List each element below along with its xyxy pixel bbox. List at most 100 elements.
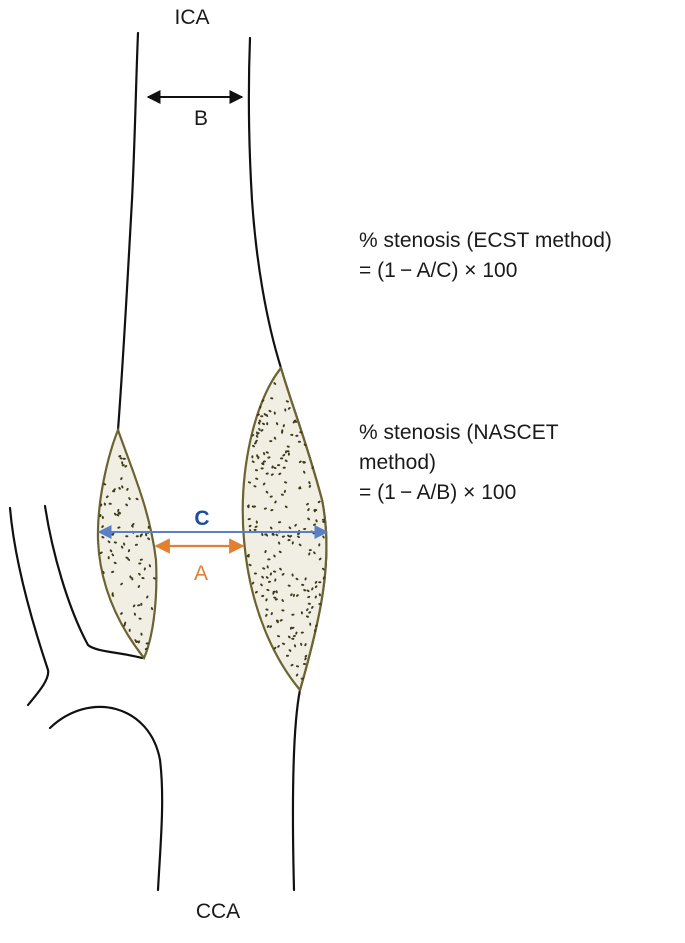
plaque-speckle	[105, 495, 109, 499]
plaque-speckle	[255, 434, 259, 438]
plaque-speckle	[284, 505, 288, 509]
plaque-speckle	[107, 540, 111, 544]
plaque-speckle	[313, 551, 316, 555]
plaque-speckle	[306, 502, 309, 506]
plaque-speckle	[118, 486, 121, 490]
plaque-speckle	[273, 554, 276, 558]
ica-left-wall	[116, 31, 140, 432]
nascet-formula-line3: = (1 − A/B) × 100	[359, 481, 517, 504]
plaque-speckle	[273, 596, 277, 599]
plaque-speckle	[252, 505, 257, 508]
plaque-speckle	[266, 422, 269, 426]
plaque-speckle	[270, 509, 274, 512]
plaque-speckle	[144, 647, 148, 651]
plaque-speckle	[287, 452, 290, 456]
plaque-speckle	[260, 583, 263, 587]
plaque-speckle	[318, 602, 322, 606]
plaque-speckle	[251, 455, 254, 459]
plaque-speckle	[291, 541, 294, 545]
plaque-speckle	[120, 477, 123, 481]
plaque-speckle	[124, 621, 127, 625]
vessel-outline	[8, 31, 328, 892]
plaque-speckle	[129, 575, 132, 579]
cca-left-wall	[48, 705, 164, 892]
plaque-speckle	[295, 631, 298, 635]
plaque-speckle	[289, 626, 293, 630]
plaque-speckle	[304, 643, 307, 647]
plaque-speckle	[284, 459, 288, 463]
plaque-speckle	[307, 595, 311, 599]
plaque-speckle	[260, 467, 264, 470]
plaque-speckle	[281, 599, 284, 602]
plaque-speckle	[246, 555, 250, 558]
plaque-speckle	[281, 573, 285, 576]
plaque-speckle	[311, 605, 314, 609]
plaque-speckle	[284, 450, 288, 454]
plaque-speckle	[273, 436, 277, 440]
plaque-speckle	[123, 542, 126, 546]
plaque-speckle	[251, 581, 255, 585]
ecst-formula-line2: = (1 − A/C) × 100	[359, 259, 518, 282]
plaque-speckle	[291, 637, 295, 640]
plaque-speckle	[251, 460, 255, 463]
plaque-speckle	[265, 613, 268, 617]
plaque-speckle	[303, 470, 306, 474]
plaque-speckle	[287, 635, 291, 639]
plaque-speckle	[117, 508, 120, 513]
plaque-speckle	[253, 572, 257, 575]
plaque-speckle	[315, 519, 318, 523]
plaque-speckle	[143, 567, 146, 571]
plaque-speckle	[302, 460, 306, 464]
plaque-speckle	[290, 663, 294, 667]
plaque-speckle	[120, 545, 124, 549]
plaque-speckle	[117, 511, 121, 514]
plaque-speckle	[270, 612, 273, 616]
plaque-speckle	[303, 443, 307, 447]
plaque-speckle	[300, 677, 304, 680]
plaque-speckle	[112, 490, 116, 493]
plaque-speckle	[273, 646, 277, 650]
plaque-speckle	[274, 578, 277, 582]
plaque-speckle	[292, 593, 295, 597]
plaque-speckle	[255, 520, 258, 524]
plaque-speckle	[277, 541, 281, 545]
plaque-speckle	[295, 577, 299, 581]
plaque-speckle	[101, 515, 104, 520]
plaque-speckle	[290, 433, 294, 436]
plaque-speckle	[267, 558, 271, 561]
plaque-speckle	[265, 414, 269, 417]
label-b: B	[194, 107, 208, 130]
plaque-speckle	[111, 570, 115, 573]
plaque-speckle	[276, 635, 281, 638]
plaque-speckle	[300, 631, 304, 634]
plaque-speckle	[273, 466, 277, 470]
plaque-speckle	[267, 456, 271, 459]
plaque-speckle	[278, 550, 282, 554]
plaque-speckle	[265, 472, 269, 475]
label-ica: ICA	[174, 6, 209, 29]
plaque-speckle	[280, 457, 284, 460]
plaque-speckle	[263, 452, 266, 456]
plaque-speckle	[303, 589, 307, 592]
plaque-speckle	[276, 620, 279, 624]
plaque-speckle	[256, 413, 260, 416]
plaque-speckle	[265, 490, 269, 494]
plaque-speckle	[99, 551, 103, 554]
plaque-speckle	[315, 624, 318, 628]
plaque-speckle	[146, 595, 149, 599]
plaque-speckle	[127, 558, 131, 561]
plaque-speckle	[295, 673, 299, 677]
plaque-speckle	[281, 642, 286, 645]
plaque-speckle	[135, 497, 139, 501]
plaque-speckle	[137, 640, 141, 644]
eca-outer-wall	[8, 506, 50, 707]
plaque-speckle	[275, 422, 279, 426]
plaque-speckle	[260, 429, 264, 432]
plaque-speckle	[269, 495, 273, 498]
plaque-speckle	[138, 617, 142, 620]
label-cca: CCA	[196, 900, 240, 923]
plaque-speckle	[314, 595, 317, 599]
plaque-speckle	[247, 518, 251, 521]
plaque-speckle	[150, 607, 154, 611]
